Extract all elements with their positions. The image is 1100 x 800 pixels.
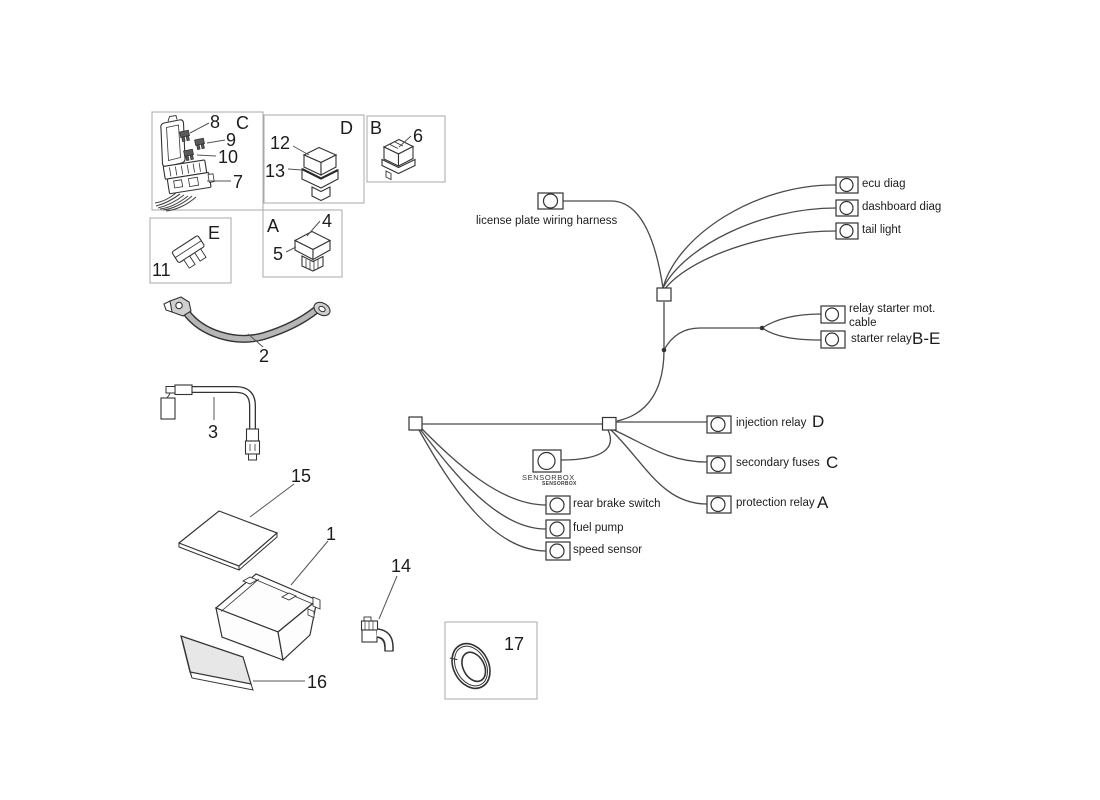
- leader-lines: [189, 122, 412, 682]
- box-letter-a: A: [267, 216, 280, 236]
- ring-17: [449, 642, 491, 690]
- pad-16: [180, 635, 254, 691]
- blade-fuse-11: [171, 235, 207, 269]
- part-number-9: 9: [226, 130, 237, 150]
- connector-sensorbox: [532, 449, 562, 473]
- label-speed-sensor: speed sensor: [573, 544, 643, 556]
- fuse-box-wires: [154, 192, 197, 212]
- connector-fuel-pump: [545, 519, 571, 539]
- connector-protection-relay: [706, 495, 732, 514]
- cover-sheet-15: [177, 510, 279, 571]
- part-box-d: [263, 114, 365, 204]
- connector-rear-brake-switch: [545, 495, 571, 515]
- part-number-12: 12: [270, 133, 291, 153]
- label-relay-starter-mot-line2: cable: [849, 317, 877, 329]
- mini-fuse-10: [183, 148, 194, 162]
- part-number-8: 8: [210, 112, 221, 132]
- cable-3: [160, 384, 261, 461]
- part-box-b: [366, 115, 446, 183]
- part-number-14: 14: [391, 556, 412, 576]
- part-number-7: 7: [233, 172, 244, 192]
- connector-tail-light: [835, 222, 859, 240]
- label-group-a: A: [817, 493, 829, 512]
- label-group-c: C: [826, 453, 839, 472]
- part-box-e: [149, 217, 232, 284]
- wiring-junctions: [408, 287, 672, 431]
- label-injection-relay: injection relay: [736, 417, 807, 429]
- label-group-d: D: [812, 412, 825, 431]
- label-rear-brake-switch: rear brake switch: [573, 498, 661, 510]
- connector-dashboard-diag: [835, 199, 859, 217]
- junction-top: [656, 287, 672, 302]
- connector-secondary-fuses: [706, 455, 732, 474]
- part-number-1: 1: [326, 524, 337, 544]
- label-fuel-pump: fuel pump: [573, 522, 624, 534]
- part-number-15: 15: [291, 466, 312, 486]
- fuse-box-7: [154, 114, 215, 212]
- connector-injection-relay: [706, 415, 732, 434]
- battery-1: [214, 573, 321, 662]
- box-letter-b: B: [370, 118, 383, 138]
- connector-ecu-diag: [835, 176, 859, 194]
- relay-12-13: [301, 146, 339, 202]
- box-letter-c: C: [236, 113, 249, 133]
- part-number-10: 10: [218, 147, 239, 167]
- label-secondary-fuses: secondary fuses: [736, 457, 820, 469]
- part-box-a: [262, 209, 343, 278]
- junction-left: [408, 416, 423, 431]
- label-relay-starter-mot-line1: relay starter mot.: [849, 303, 936, 315]
- part-number-3: 3: [208, 422, 219, 442]
- label-tail-light: tail light: [862, 224, 901, 236]
- connector-relay-starter-mot: [820, 305, 846, 324]
- part-number-11: 11: [152, 260, 171, 280]
- battery-cable-2: [163, 296, 331, 343]
- part-box-frames: [149, 111, 538, 700]
- part-number-17: 17: [504, 634, 525, 654]
- part-number-2: 2: [259, 346, 270, 366]
- mini-fuse-9: [194, 137, 205, 151]
- box-letter-e: E: [208, 223, 221, 243]
- label-starter-relay: starter relay: [851, 333, 912, 345]
- connector-license-plate: [537, 192, 564, 210]
- connector-speed-sensor: [545, 541, 571, 561]
- label-ecu-diag: ecu diag: [862, 178, 906, 190]
- part-number-5: 5: [273, 244, 284, 264]
- wiring-branch-dots: [661, 325, 765, 353]
- junction-middle: [601, 416, 617, 431]
- part-number-6: 6: [413, 126, 424, 146]
- part-box-17: [444, 621, 538, 700]
- label-group-b-e: B-E: [912, 329, 941, 348]
- label-license-plate: license plate wiring harness: [476, 215, 618, 227]
- connector-symbols: [532, 176, 859, 561]
- part-number-4: 4: [322, 211, 333, 231]
- mini-fuse-8: [179, 129, 190, 143]
- wiring-harness-lines: [418, 184, 837, 552]
- relay-6: [381, 138, 416, 181]
- box-letter-d: D: [340, 118, 353, 138]
- label-dashboard-diag: dashboard diag: [862, 201, 942, 213]
- part-number-13: 13: [265, 161, 286, 181]
- label-sensorbox: SENSORBOX: [522, 473, 575, 482]
- part-box-c: [151, 111, 264, 211]
- part-number-16: 16: [307, 672, 328, 692]
- label-protection-relay: protection relay: [736, 497, 815, 509]
- relay-4-5: [293, 230, 332, 272]
- elbow-connector-14: [360, 616, 394, 652]
- connector-starter-relay: [820, 330, 846, 349]
- label-sensorbox-small: SENSORBOX: [542, 481, 577, 487]
